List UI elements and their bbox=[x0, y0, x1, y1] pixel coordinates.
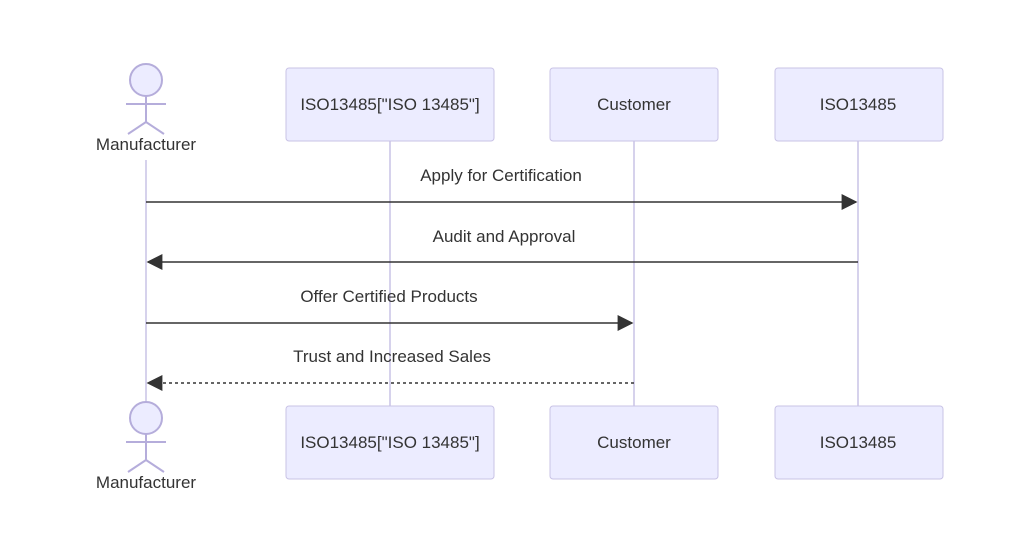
participant-label-iso-bottom: ISO13485 bbox=[820, 433, 897, 452]
message-audit-and-approval: Audit and Approval bbox=[146, 227, 858, 270]
participant-label-iso-top: ISO13485 bbox=[820, 95, 897, 114]
participants-bottom: Manufacturer ISO13485["ISO 13485"] Custo… bbox=[96, 401, 944, 492]
actor-label-manufacturer-top: Manufacturer bbox=[96, 135, 196, 154]
actor-right-leg bbox=[145, 459, 165, 473]
participant-label-iso-quoted-top: ISO13485["ISO 13485"] bbox=[300, 95, 479, 114]
actor-label-manufacturer-bottom: Manufacturer bbox=[96, 473, 196, 492]
participant-box-iso-top: ISO13485 bbox=[774, 67, 944, 142]
messages: Apply for Certification Audit and Approv… bbox=[146, 166, 858, 391]
message-label: Trust and Increased Sales bbox=[293, 347, 491, 366]
participant-label-customer-top: Customer bbox=[597, 95, 671, 114]
actor-right-leg bbox=[145, 121, 165, 135]
actor-left-leg bbox=[127, 121, 147, 135]
message-label: Apply for Certification bbox=[420, 166, 582, 185]
participants-top: Manufacturer ISO13485["ISO 13485"] Custo… bbox=[96, 63, 944, 154]
participant-label-customer-bottom: Customer bbox=[597, 433, 671, 452]
message-apply-for-certification: Apply for Certification bbox=[146, 166, 858, 210]
participant-box-customer-bottom: Customer bbox=[549, 405, 719, 480]
message-label: Audit and Approval bbox=[433, 227, 576, 246]
message-offer-certified-products: Offer Certified Products bbox=[146, 287, 634, 331]
actor-manufacturer-bottom: Manufacturer bbox=[96, 401, 196, 492]
participant-box-iso-bottom: ISO13485 bbox=[774, 405, 944, 480]
message-trust-and-increased-sales: Trust and Increased Sales bbox=[146, 347, 634, 391]
actor-manufacturer-top: Manufacturer bbox=[96, 63, 196, 154]
participant-label-iso-quoted-bottom: ISO13485["ISO 13485"] bbox=[300, 433, 479, 452]
lifelines bbox=[145, 141, 859, 406]
message-label: Offer Certified Products bbox=[300, 287, 477, 306]
participant-box-iso-quoted-bottom: ISO13485["ISO 13485"] bbox=[285, 405, 495, 480]
actor-head-icon bbox=[129, 63, 163, 97]
actor-head-icon bbox=[129, 401, 163, 435]
participant-box-customer-top: Customer bbox=[549, 67, 719, 142]
actor-left-leg bbox=[127, 459, 147, 473]
participant-box-iso-quoted-top: ISO13485["ISO 13485"] bbox=[285, 67, 495, 142]
